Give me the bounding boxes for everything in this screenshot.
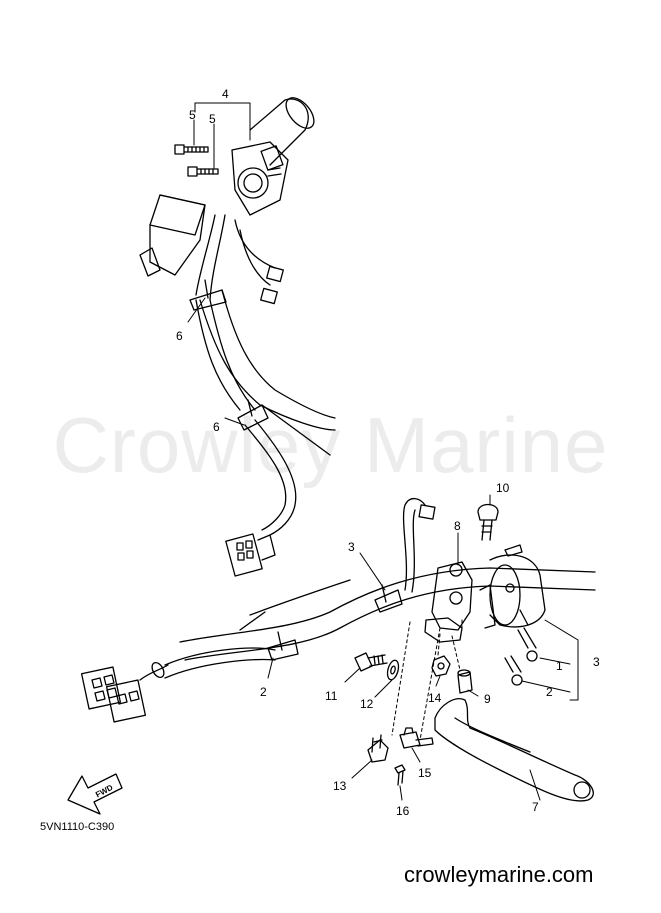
callout-7: 7: [532, 800, 539, 814]
screw-16: [394, 764, 406, 786]
callout-8: 8: [454, 519, 461, 533]
clutch-lever: [434, 698, 594, 802]
callout-10: 10: [496, 481, 510, 495]
washer-12: [386, 659, 400, 681]
lower-handlebar: [179, 567, 596, 661]
leader-lines-upper: [187, 102, 251, 426]
leader-lines-lower: [267, 494, 579, 801]
left-grip-switch: [489, 544, 546, 628]
diagram-code: 5VN1110-C390: [40, 821, 115, 833]
callout-4: 4: [222, 87, 229, 101]
screw-2b: [504, 655, 523, 686]
screw-5a: [174, 144, 209, 155]
callout-13: 13: [333, 779, 347, 793]
upper-wire-harness: [195, 214, 297, 536]
watermark: Crowley Marine: [52, 401, 609, 489]
callout-11: 11: [325, 689, 338, 703]
callout-3b: 2: [260, 685, 267, 699]
callout-6a: 6: [176, 329, 183, 343]
switch-15: [399, 727, 434, 749]
callout-12: 12: [360, 697, 374, 711]
callout-15: 15: [418, 766, 432, 780]
callout-5a: 5: [189, 108, 196, 122]
lower-wire-harness: [164, 497, 436, 679]
screw-2a: [517, 627, 538, 662]
callouts: 4 5 5 6 6 10 8 3 3 1 2 2 11 12 14 9 13 1…: [176, 87, 600, 818]
bolt-13: [367, 734, 389, 763]
nut-14: [431, 655, 451, 677]
wire-clamp-middle: [237, 399, 269, 431]
lower-connectors: [80, 661, 169, 723]
wire-clamp-3b: [267, 631, 299, 661]
callout-1: 3: [593, 655, 600, 669]
right-switch-housing: [231, 141, 289, 216]
callout-5b: 5: [209, 112, 216, 126]
throttle-grip: [249, 97, 315, 166]
site-url-link[interactable]: crowleymarine.com: [404, 862, 594, 887]
wire-clamp-3a: [374, 584, 403, 613]
callout-16: 16: [396, 804, 410, 818]
callout-6b: 6: [213, 420, 220, 434]
callout-9: 9: [484, 692, 491, 706]
callout-2a: 1: [556, 659, 563, 673]
bolt-10: [477, 503, 499, 541]
lever-holder: [424, 561, 496, 643]
bolt-11: [354, 652, 388, 672]
callout-2b: 2: [546, 685, 553, 699]
collar-9: [457, 669, 473, 694]
upper-connector: [225, 533, 276, 577]
fwd-arrow-icon: FWD: [67, 773, 123, 815]
callout-14: 14: [428, 691, 442, 705]
callout-3a: 3: [348, 540, 355, 554]
upper-handlebar: [199, 289, 336, 456]
wire-clamp-upper: [189, 279, 227, 311]
screw-5b: [187, 166, 219, 177]
relay-box: [139, 194, 206, 277]
